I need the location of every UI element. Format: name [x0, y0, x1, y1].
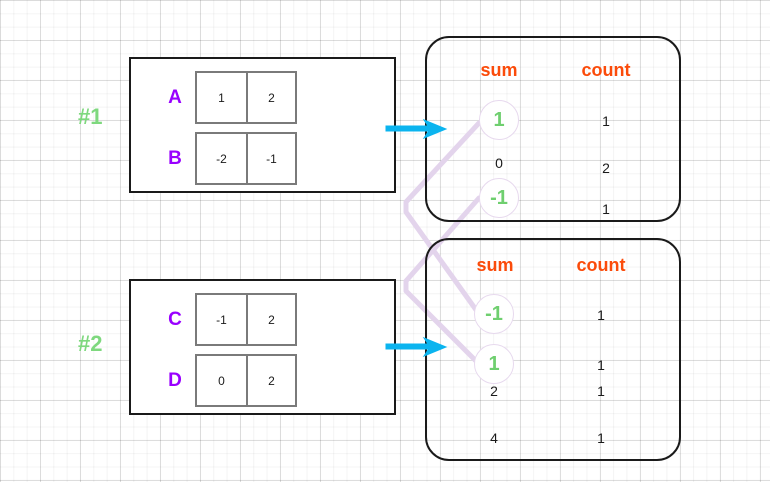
row-B-cell-2: -1 — [246, 134, 295, 183]
agg1-sum-row2: 0 — [495, 155, 503, 171]
agg2-header-count: count — [576, 255, 626, 275]
agg1-sum-row3: -1 — [490, 187, 508, 209]
agg2-count-row2: 1 — [597, 357, 605, 373]
agg2-highlight-circle-row2 — [474, 344, 514, 384]
row-C-cell-2: 2 — [246, 295, 295, 344]
partition-2-row-D: D 0 2 — [155, 354, 297, 407]
agg1-highlight-circle-row3 — [479, 178, 519, 218]
arrow-partition1-to-agg1 — [385, 118, 448, 140]
row-D-cell-2: 2 — [246, 356, 295, 405]
link-line-a — [403, 120, 482, 317]
agg1-header-count: count — [581, 60, 631, 80]
row-A-cells: 1 2 — [195, 71, 297, 124]
arrow-partition2-to-agg2 — [385, 336, 448, 358]
agg2-highlight-circle-row1 — [474, 294, 514, 334]
agg2-count-row4: 1 — [597, 430, 605, 446]
agg2-header-sum: sum — [476, 255, 514, 275]
agg2-count-row3: 1 — [597, 383, 605, 399]
agg1-count-row1: 1 — [602, 113, 610, 129]
row-key-A: A — [168, 86, 182, 108]
row-D-cell-1: 0 — [218, 373, 225, 388]
partition-label-1: #1 — [78, 104, 103, 129]
row-C-cell-1: -1 — [216, 312, 227, 327]
partition-1-row-A: A 1 2 — [155, 71, 297, 124]
agg2-sum-row4: 4 — [490, 430, 498, 446]
agg2-count-row1: 1 — [597, 307, 605, 323]
row-key-C: C — [168, 308, 182, 330]
row-B-cells: -2 -1 — [195, 132, 297, 185]
agg1-highlight-circle-row1 — [479, 100, 519, 140]
row-B-cell-1: -2 — [216, 151, 227, 166]
agg1-header-sum: sum — [480, 60, 518, 80]
agg1-sum-row1: 1 — [493, 109, 505, 131]
partition-box-2: C -1 2 D 0 2 — [129, 279, 396, 415]
row-C-cells: -1 2 — [195, 293, 297, 346]
row-key-B: B — [168, 147, 182, 169]
partition-box-1: A 1 2 B -2 -1 — [129, 57, 396, 193]
partition-1-row-B: B -2 -1 — [155, 132, 297, 185]
row-D-cells: 0 2 — [195, 354, 297, 407]
partition-2-row-C: C -1 2 — [155, 293, 297, 346]
agg2-sum-row3: 2 — [490, 383, 498, 399]
agg1-count-row2: 2 — [602, 160, 610, 176]
row-A-cell-2: 2 — [246, 73, 295, 122]
row-A-cell-1: 1 — [218, 90, 225, 105]
agg1-count-row3: 1 — [602, 201, 610, 217]
agg2-sum-row1: -1 — [485, 303, 503, 325]
partition-label-2: #2 — [78, 331, 103, 356]
agg2-sum-row2: 1 — [488, 353, 500, 375]
row-key-D: D — [168, 369, 182, 391]
